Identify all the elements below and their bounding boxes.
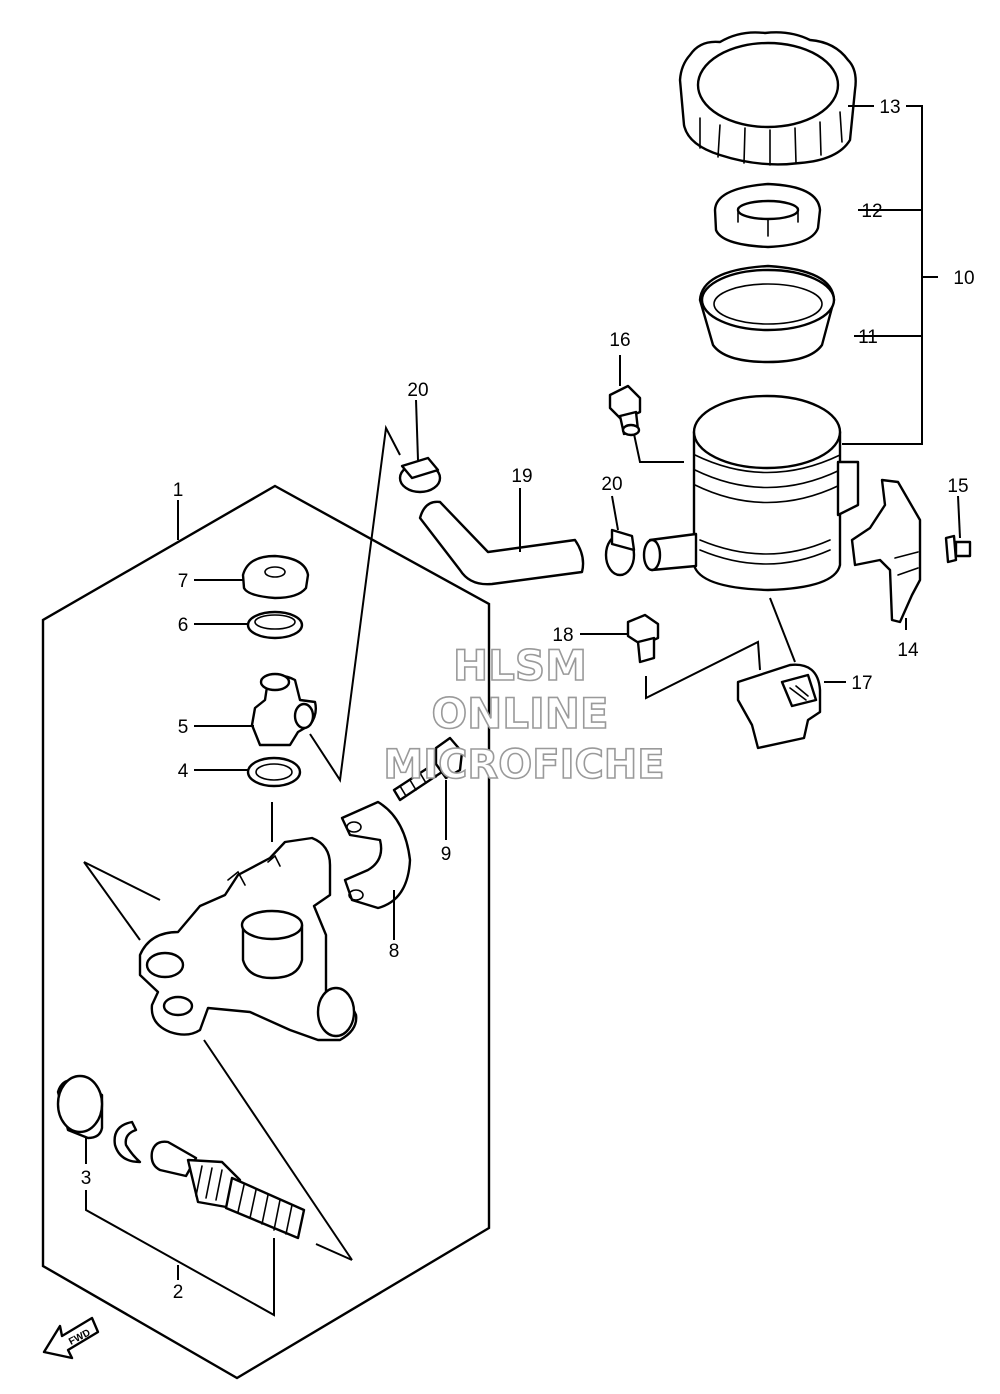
callout-17: 17 (851, 673, 872, 694)
callout-9: 9 (441, 844, 452, 865)
leader-lines (83, 105, 961, 1317)
piston-assembly (150, 1140, 306, 1240)
bolt-18 (626, 613, 660, 664)
fwd-arrow-icon: FWD (42, 1316, 100, 1360)
hose-clamp-20-right (604, 528, 636, 577)
callout-19: 19 (511, 466, 532, 487)
callout-11: 11 (858, 327, 878, 348)
handlebar-clamp-8 (340, 800, 412, 910)
circlip-small (113, 1120, 142, 1164)
callout-18: 18 (552, 625, 573, 646)
watermark: HLSM ONLINE MICROFICHE (383, 640, 666, 789)
screw-15 (944, 534, 972, 564)
callout-1: 1 (173, 480, 184, 501)
callout-16: 16 (609, 330, 630, 351)
hose-connector-5 (250, 672, 318, 747)
callout-7: 7 (178, 571, 189, 592)
callout-20-left: 20 (407, 380, 428, 401)
o-ring-inner (255, 763, 293, 781)
callout-8: 8 (389, 941, 400, 962)
diaphragm-11 (698, 264, 836, 364)
screw-16 (608, 384, 642, 437)
callout-6: 6 (178, 615, 189, 636)
callout-14: 14 (897, 640, 919, 661)
master-cylinder-body (138, 836, 358, 1042)
callout-20-right: 20 (601, 474, 622, 495)
callout-numbers: 13 12 10 11 16 20 19 20 15 1 7 6 18 14 1… (81, 97, 975, 1303)
watermark-line-2: ONLINE (431, 689, 608, 738)
bracket-17 (736, 663, 822, 750)
watermark-line-3: MICROFICHE (383, 742, 664, 788)
callout-4: 4 (178, 761, 189, 782)
assembly-frame (41, 484, 491, 1380)
callout-2: 2 (173, 1282, 184, 1303)
reservoir-hose-19 (418, 500, 585, 586)
callout-5: 5 (178, 717, 189, 738)
reservoir-cap-13 (678, 31, 857, 166)
bracket-14 (850, 478, 922, 624)
diaphragm-plate-12 (713, 182, 822, 249)
callout-13: 13 (879, 97, 900, 118)
boot-3 (56, 1074, 104, 1140)
callout-3: 3 (81, 1168, 92, 1189)
callout-15: 15 (947, 476, 968, 497)
callout-10: 10 (953, 268, 974, 289)
circlip-6 (246, 610, 304, 640)
hose-clamp-20-left (398, 456, 442, 494)
callout-12: 12 (861, 201, 882, 222)
watermark-line-1: HLSM (453, 641, 587, 690)
cap-7 (241, 554, 310, 600)
reservoir-body (642, 394, 860, 592)
bolt-9 (392, 736, 464, 802)
o-ring-4 (246, 756, 302, 788)
